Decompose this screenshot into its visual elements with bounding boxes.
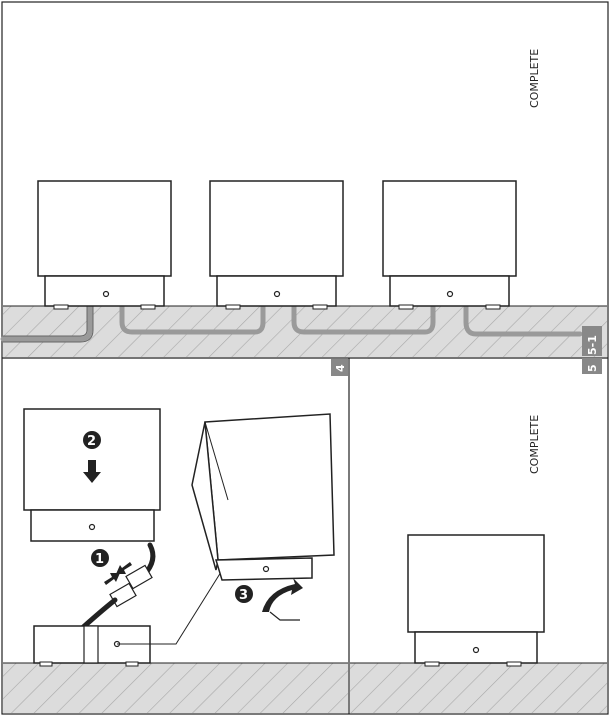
- arrow-right-icon: [116, 562, 132, 574]
- section-badge-5: 5: [582, 358, 602, 374]
- subwoofer-upper: [23, 408, 161, 542]
- cable-run: [0, 303, 583, 342]
- cable-outline: [3, 306, 94, 343]
- bottom-left-panel: 4 2 1: [3, 359, 348, 713]
- floor-hatch-right: [350, 663, 607, 713]
- subwoofer-1: [37, 180, 172, 310]
- floor-hatch-left: [3, 663, 348, 713]
- subwoofer-2: [209, 180, 344, 310]
- subwoofer-base: [33, 625, 151, 667]
- subwoofer-complete: [407, 534, 545, 667]
- step-1-marker: 1: [91, 549, 109, 567]
- rotate-arrow-icon: [262, 578, 303, 612]
- step-1-number: 1: [95, 552, 104, 567]
- complete-label-top: COMPLETE: [528, 49, 541, 108]
- bottom-right-panel: COMPLETE: [350, 415, 607, 713]
- section-badge-5-1-text: 5-1: [586, 335, 599, 355]
- arrow-left-icon: [104, 573, 120, 585]
- step-2-marker: 2: [83, 431, 101, 449]
- step-3-marker: 3: [235, 585, 253, 603]
- step-3-number: 3: [239, 588, 248, 603]
- step-2-number: 2: [87, 434, 96, 449]
- section-badge-5-1: 5-1: [582, 326, 602, 356]
- detail-leader-line: [117, 571, 222, 645]
- step-badge-4: 4: [331, 359, 348, 376]
- subwoofer-tilted: [191, 413, 335, 581]
- top-panel: COMPLETE 5-1 5: [0, 49, 607, 374]
- rotate-guide-line: [269, 611, 300, 621]
- section-badge-5-text: 5: [586, 364, 599, 372]
- cable-connector: [77, 542, 156, 633]
- step-badge-4-text: 4: [334, 364, 347, 372]
- subwoofer-3: [382, 180, 517, 310]
- arrow-down-icon: [83, 460, 101, 483]
- complete-label-bottom: COMPLETE: [528, 415, 541, 474]
